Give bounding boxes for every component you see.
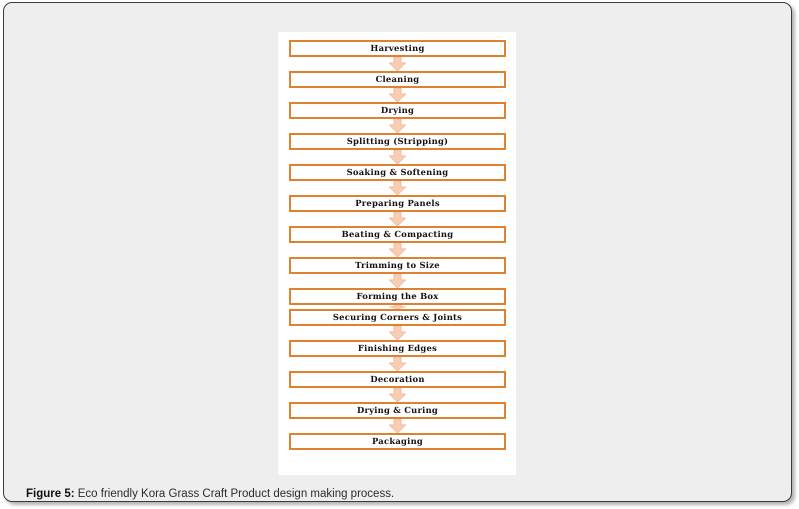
flow-step-3[interactable]: Drying	[289, 102, 506, 119]
flow-step-label: Splitting (Stripping)	[346, 136, 449, 146]
flow-step-box[interactable]: Drying	[289, 102, 506, 119]
flow-step-7[interactable]: Beating & Compacting	[289, 226, 506, 243]
flow-step-8[interactable]: Trimming to Size	[289, 257, 506, 274]
down-arrow-icon	[389, 388, 406, 402]
flow-step-box[interactable]: Forming the Box	[289, 288, 506, 305]
flow-step-box[interactable]: Drying & Curing	[289, 402, 506, 419]
flow-step-2[interactable]: Cleaning	[289, 71, 506, 88]
figure-caption-text: Eco friendly Kora Grass Craft Product de…	[74, 488, 395, 500]
down-arrow-icon	[389, 212, 406, 226]
flow-connector-arrow	[289, 243, 506, 257]
flow-step-label: Soaking & Softening	[346, 167, 449, 177]
flow-connector-arrow	[289, 57, 506, 71]
flow-step-box[interactable]: Preparing Panels	[289, 195, 506, 212]
flow-step-label: Drying	[380, 105, 415, 115]
flow-connector-arrow	[289, 212, 506, 226]
flow-connector-arrow	[289, 150, 506, 164]
flow-step-label: Cleaning	[375, 74, 420, 84]
flow-step-5[interactable]: Soaking & Softening	[289, 164, 506, 181]
flow-step-box[interactable]: Beating & Compacting	[289, 226, 506, 243]
flow-step-label: Decoration	[370, 374, 425, 384]
flow-connector-arrow	[289, 181, 506, 195]
flow-step-box[interactable]: Soaking & Softening	[289, 164, 506, 181]
down-arrow-icon	[389, 88, 406, 102]
flow-step-4[interactable]: Splitting (Stripping)	[289, 133, 506, 150]
flow-step-box[interactable]: Splitting (Stripping)	[289, 133, 506, 150]
flow-connector-arrow	[289, 305, 506, 309]
flow-step-box[interactable]: Decoration	[289, 371, 506, 388]
flow-step-label: Preparing Panels	[355, 198, 440, 208]
down-arrow-icon	[389, 305, 406, 309]
flow-step-1[interactable]: Harvesting	[289, 40, 506, 57]
down-arrow-icon	[389, 419, 406, 433]
down-arrow-icon	[389, 57, 406, 71]
flow-step-6[interactable]: Preparing Panels	[289, 195, 506, 212]
flow-step-label: Trimming to Size	[355, 260, 440, 270]
flow-connector-arrow	[289, 274, 506, 288]
flow-connector-arrow	[289, 419, 506, 433]
flow-step-label: Forming the Box	[356, 291, 439, 301]
flow-step-box[interactable]: Harvesting	[289, 40, 506, 57]
flow-step-box[interactable]: Packaging	[289, 433, 506, 450]
flow-connector-arrow	[289, 88, 506, 102]
flow-step-10[interactable]: Securing Corners & Joints	[289, 309, 506, 326]
down-arrow-icon	[389, 150, 406, 164]
flow-step-11[interactable]: Finishing Edges	[289, 340, 506, 357]
figure-caption-label: Figure 5:	[26, 488, 75, 500]
down-arrow-icon	[389, 274, 406, 288]
flow-step-9[interactable]: Forming the Box	[289, 288, 506, 305]
flow-step-13[interactable]: Drying & Curing	[289, 402, 506, 419]
flow-step-label: Beating & Compacting	[341, 229, 454, 239]
flow-step-label: Securing Corners & Joints	[332, 312, 463, 322]
flow-step-box[interactable]: Finishing Edges	[289, 340, 506, 357]
flow-step-label: Finishing Edges	[357, 343, 438, 353]
down-arrow-icon	[389, 357, 406, 371]
flow-step-box[interactable]: Trimming to Size	[289, 257, 506, 274]
flow-connector-arrow	[289, 326, 506, 340]
down-arrow-icon	[389, 243, 406, 257]
flow-step-12[interactable]: Decoration	[289, 371, 506, 388]
flow-step-14[interactable]: Packaging	[289, 433, 506, 450]
flow-connector-arrow	[289, 119, 506, 133]
flow-step-label: Packaging	[371, 436, 424, 446]
figure-caption: Figure 5: Eco friendly Kora Grass Craft …	[26, 487, 394, 501]
flow-step-label: Harvesting	[370, 43, 425, 53]
flow-step-box[interactable]: Cleaning	[289, 71, 506, 88]
down-arrow-icon	[389, 326, 406, 340]
flow-connector-arrow	[289, 388, 506, 402]
down-arrow-icon	[389, 181, 406, 195]
down-arrow-icon	[389, 119, 406, 133]
flow-step-box[interactable]: Securing Corners & Joints	[289, 309, 506, 326]
flow-connector-arrow	[289, 357, 506, 371]
flow-step-label: Drying & Curing	[356, 405, 439, 415]
